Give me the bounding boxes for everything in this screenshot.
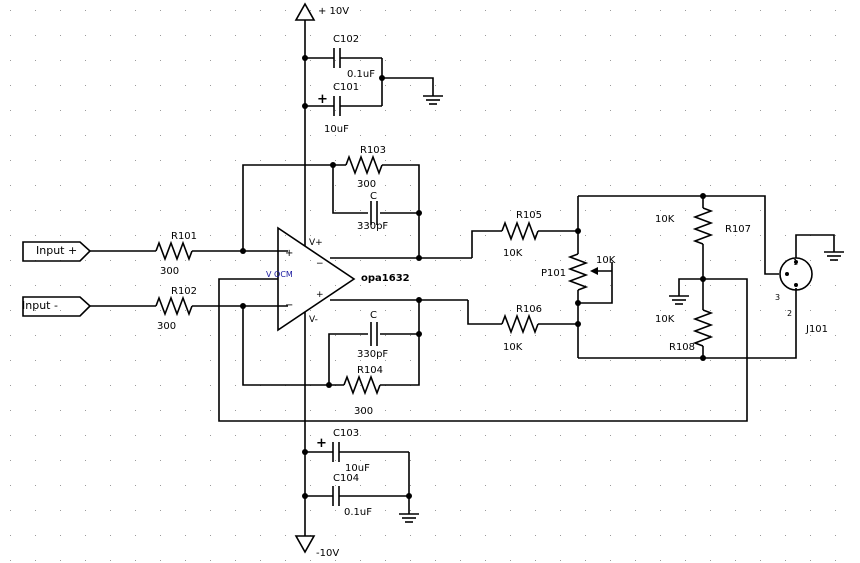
c102-ref: C102: [333, 34, 359, 45]
c104-ref: C104: [333, 473, 359, 484]
c101-value: 10uF: [324, 124, 349, 135]
j101-pin2: 2: [787, 309, 792, 318]
p101-ref: P101: [541, 268, 566, 279]
top-feedback-wires: [242, 164, 420, 258]
vcc-label: + 10V: [318, 6, 349, 17]
r102-value: 300: [157, 321, 176, 332]
r102-resistor: [90, 295, 288, 317]
c103-ref: C103: [333, 428, 359, 439]
r108-resistor: [692, 309, 714, 347]
r102-ref: R102: [171, 286, 197, 297]
c102-capacitor: [305, 48, 382, 68]
r104-resistor: [343, 374, 381, 396]
j101-pin1: 1: [793, 258, 798, 267]
opamp-out-minus-pin: −: [316, 259, 324, 269]
bottom-feedback-wires: [242, 300, 420, 386]
c101-polarity: +: [317, 92, 328, 107]
junction-dots: [240, 55, 706, 499]
c-top-ref: C: [370, 191, 377, 202]
top-decoupling-ground: [381, 58, 443, 106]
bottom-decoupling-ground: [399, 452, 419, 523]
input-pos-label: Input +: [36, 244, 77, 257]
r105-resistor: [471, 220, 578, 258]
j101-ref: J101: [805, 324, 828, 335]
input-neg-label: Input -: [22, 299, 58, 312]
c104-capacitor: [305, 486, 409, 506]
vee-rail: [294, 318, 316, 554]
r107-value: 10K: [655, 214, 675, 225]
c102-value: 0.1uF: [347, 69, 375, 80]
opamp-outputs: [330, 257, 472, 301]
opamp-in-minus-pin: −: [285, 300, 293, 311]
vcc-rail: [294, 2, 316, 232]
right-network-wires: [578, 195, 797, 359]
grid-dots: [10, 10, 836, 561]
opamp-vocm-pin: V OCM: [266, 270, 293, 279]
r106-value: 10K: [503, 342, 523, 353]
r105-value: 10K: [503, 248, 523, 259]
r101-ref: R101: [171, 231, 197, 242]
r107-ref: R107: [725, 224, 751, 235]
opamp-name: opa1632: [361, 273, 410, 284]
c-bot-value: 330pF: [357, 349, 388, 360]
c103-capacitor: [305, 442, 409, 462]
c-bot-capacitor: [370, 322, 378, 346]
r105-ref: R105: [516, 210, 542, 221]
r103-resistor: [345, 154, 383, 176]
r103-ref: R103: [360, 145, 386, 156]
c-top-capacitor: [370, 201, 378, 225]
r104-value: 300: [354, 406, 373, 417]
r103-value: 300: [357, 179, 376, 190]
c-top-value: 330pF: [357, 221, 388, 232]
vee-label: -10V: [316, 548, 339, 559]
j101-connector: [779, 234, 844, 291]
r107-resistor: [692, 207, 714, 245]
input-pos-port[interactable]: [22, 241, 92, 262]
r106-resistor: [467, 300, 578, 335]
r108-value: 10K: [655, 314, 675, 325]
c104-value: 0.1uF: [344, 507, 372, 518]
mid-ground: [669, 278, 703, 305]
opamp-in-plus-pin: +: [285, 248, 293, 259]
c101-capacitor: [305, 96, 382, 116]
c-bot-ref: C: [370, 310, 377, 321]
r108-ref: R108: [669, 342, 695, 353]
c103-polarity: +: [316, 436, 327, 451]
j101-pin3: 3: [775, 293, 780, 302]
p101-value: 10K: [596, 255, 616, 266]
vocm-loop-wire: [218, 278, 748, 422]
opamp-out-plus-pin: +: [316, 290, 324, 300]
r101-value: 300: [160, 266, 179, 277]
r104-ref: R104: [357, 365, 383, 376]
c103-value: 10uF: [345, 463, 370, 474]
p101-potentiometer: [567, 196, 613, 358]
r106-ref: R106: [516, 304, 542, 315]
opamp-vplus-pin: V+: [309, 238, 323, 248]
r101-resistor: [90, 240, 288, 262]
input-neg-port[interactable]: [22, 296, 92, 317]
opamp-vminus-pin: V-: [309, 315, 318, 325]
c101-ref: C101: [333, 82, 359, 93]
